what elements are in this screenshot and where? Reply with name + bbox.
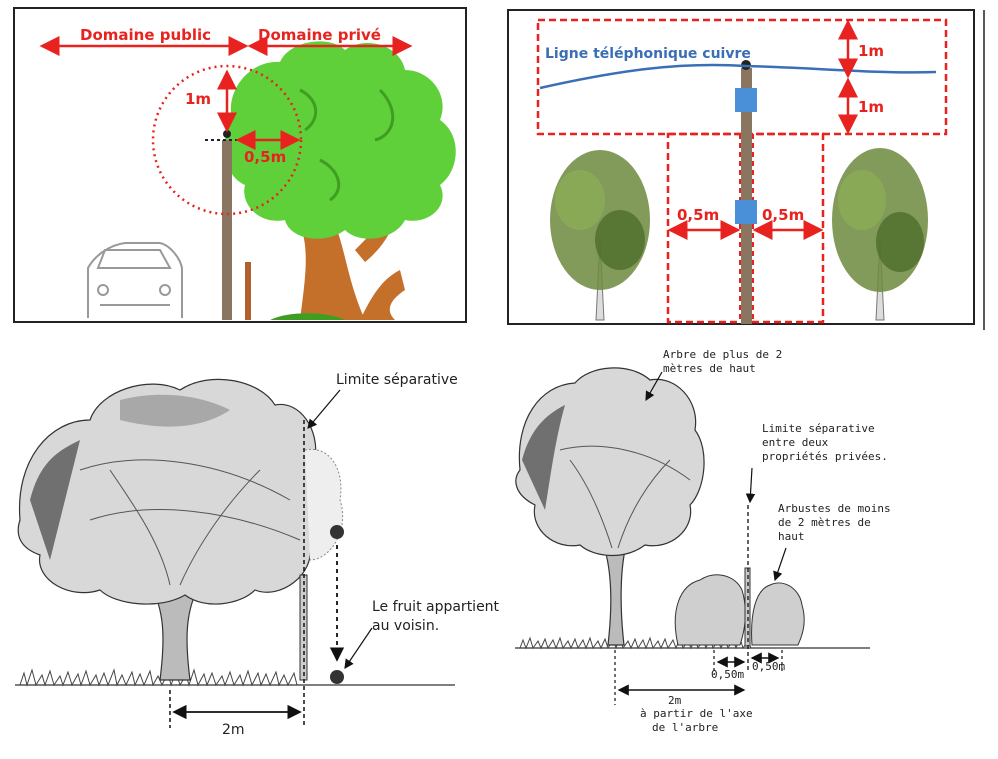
birch-tree-right: [832, 148, 928, 321]
public-domain-label: Domaine public: [80, 26, 211, 44]
vertical-distance-label: 1m: [185, 90, 211, 108]
shrub-right: [751, 582, 805, 646]
fruit-on-tree: [330, 525, 344, 539]
telephone-pole: [222, 140, 232, 320]
distance-tree-label: 2m: [668, 694, 682, 707]
distance-tree-note-line1: à partir de l'axe: [640, 707, 753, 720]
lower-distance-label: 1m: [858, 98, 884, 116]
panel-bottom-right: Arbre de plus de 2 mètres de haut Limite…: [515, 348, 891, 734]
panel-bottom-left: Limite séparative Le fruit appartient au…: [15, 372, 500, 738]
pole-box-upper: [735, 88, 757, 112]
left-distance-label: 0,5m: [677, 206, 719, 224]
distance-left-label: 0,50m: [711, 668, 744, 681]
fruit-label-line2: au voisin.: [372, 618, 439, 634]
distance-tree-note-line2: de l'arbre: [652, 721, 718, 734]
right-distance-label: 0,5m: [762, 206, 804, 224]
shrubs-label-line1: Arbustes de moins: [778, 502, 891, 515]
upper-distance-label: 1m: [858, 42, 884, 60]
private-domain-label: Domaine privé: [258, 26, 381, 44]
panel-top-right: Ligne téléphonique cuivre 1m 1m 0,5m 0,5…: [507, 9, 985, 330]
clearance-circle: [151, 64, 303, 216]
boundary-2-label-line1: Limite séparative: [762, 422, 875, 435]
boundary-2-label-line2: entre deux: [762, 436, 829, 449]
cartoon-tree: [224, 41, 456, 320]
boundary-label: Limite séparative: [336, 372, 458, 388]
tall-tree-canopy: [515, 367, 705, 557]
shrubs-label-line3: haut: [778, 530, 805, 543]
tall-tree-trunk: [604, 549, 626, 646]
copper-line: [539, 63, 937, 90]
panel-top-left: Domaine public Domaine privé 1m 0,5m: [13, 7, 467, 323]
birch-tree-left: [550, 150, 650, 321]
fence-post: [245, 262, 251, 320]
shrub-left: [674, 574, 746, 646]
tall-tree-label-line1: Arbre de plus de 2: [663, 348, 782, 361]
horizontal-distance-label: 0,5m: [244, 148, 286, 166]
boundary-2-label-line3: propriétés privées.: [762, 450, 888, 463]
pole-box-lower: [735, 200, 757, 224]
shrubs-label-line2: de 2 mètres de: [778, 516, 871, 529]
tall-tree-label-line2: mètres de haut: [663, 362, 756, 375]
distance-label: 2m: [222, 722, 245, 738]
fruit-label-line1: Le fruit appartient: [372, 599, 500, 615]
copper-line-label: Ligne téléphonique cuivre: [545, 46, 751, 62]
telephone-pole-2: [741, 68, 752, 324]
fruit-on-ground: [330, 670, 344, 684]
distance-right-label: 0,50m: [752, 660, 785, 673]
car-icon: [87, 242, 183, 318]
